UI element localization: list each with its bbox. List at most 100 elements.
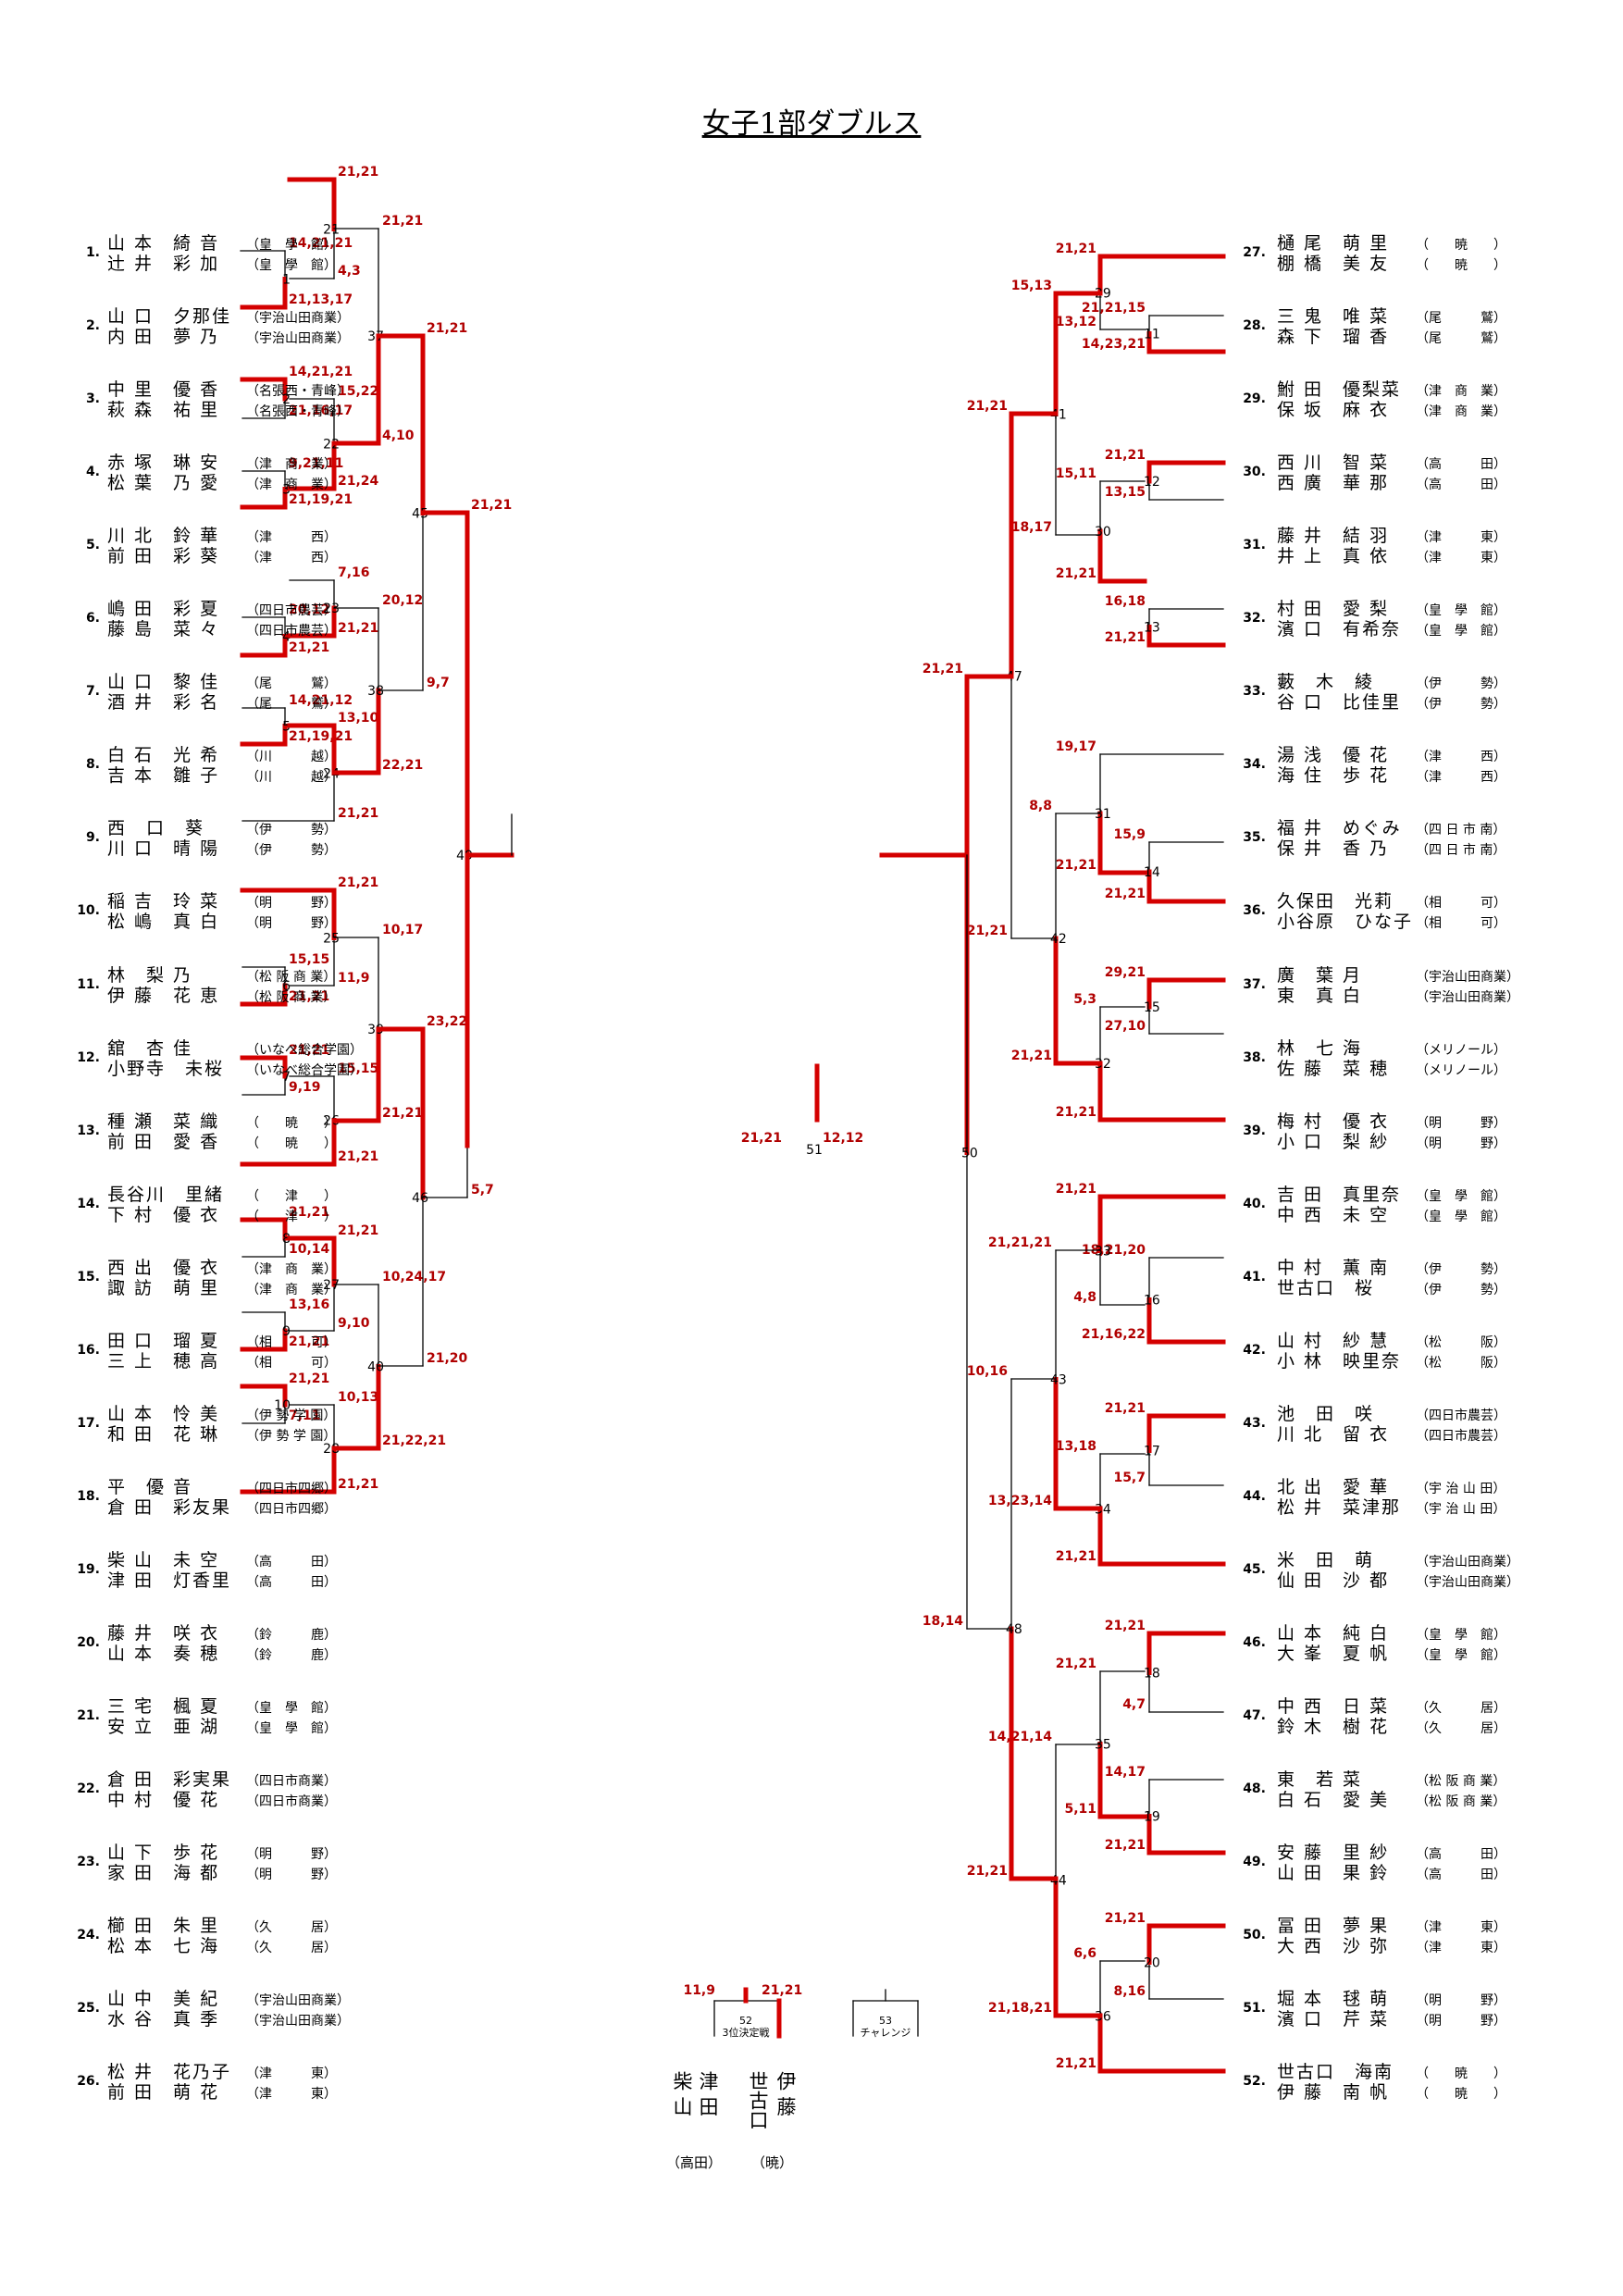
player-name: 藤 井 咲 衣 bbox=[107, 1622, 220, 1644]
player-row: 前 田 萌 花（津 東） bbox=[107, 2082, 337, 2103]
entry-35: 35. 福 井 めぐみ（四 日 市 南）保 井 香 乃 （四 日 市 南） bbox=[1221, 818, 1573, 861]
entry-number: 9. bbox=[85, 830, 100, 846]
entry-number: 41. bbox=[1243, 1269, 1266, 1285]
player-name: 中 里 優 香 bbox=[107, 379, 220, 401]
player-row: 山 口 夕那佳（宇治山田商業） bbox=[107, 306, 350, 327]
entry-number: 35. bbox=[1243, 830, 1266, 846]
entry-20: 20.藤 井 咲 衣（鈴 鹿）山 本 奏 穂（鈴 鹿） bbox=[56, 1623, 407, 1666]
player-name: 山 下 歩 花 bbox=[107, 1843, 220, 1864]
score-bottom: 13,23,14 bbox=[988, 1494, 1052, 1508]
player-name: 大 峯 夏 帆 bbox=[1277, 1643, 1390, 1664]
player-school: （津 東） bbox=[1416, 1920, 1506, 1936]
player-school: （四日市農芸） bbox=[246, 624, 337, 639]
player-school: （明 野） bbox=[1416, 1993, 1506, 2009]
match-number: 20 bbox=[1144, 1956, 1160, 1971]
score-top: 15,9 bbox=[1113, 827, 1146, 842]
player-name: 村 田 愛 梨 bbox=[1277, 599, 1390, 620]
score-top: 21,21 bbox=[289, 1371, 329, 1386]
player-row: 川 口 晴 陽（伊 勢） bbox=[107, 838, 337, 859]
score-top: 21,21 bbox=[1105, 448, 1146, 463]
player-school: （皇 學 館） bbox=[246, 258, 337, 273]
entry-37: 37.廣 葉 月（宇治山田商業）東 真 白（宇治山田商業） bbox=[1221, 965, 1573, 1008]
challenge-number: 53 bbox=[879, 2015, 892, 2027]
score-top: 6,6 bbox=[1073, 1946, 1096, 1961]
player-name: 井 上 真 依 bbox=[1277, 546, 1390, 567]
score-top: 10,13 bbox=[338, 1390, 378, 1405]
player-name: 保 坂 麻 衣 bbox=[1277, 400, 1390, 421]
player-school: （川 越） bbox=[246, 750, 337, 765]
player-row: 中 里 優 香 （名張西・青峰） bbox=[107, 379, 350, 400]
player-name: 保 井 香 乃 bbox=[1277, 838, 1390, 860]
player-school: （津 商 業） bbox=[1416, 404, 1506, 420]
entry-number: 27. bbox=[1243, 245, 1266, 260]
score-top: 15,22 bbox=[338, 384, 378, 399]
score-bottom: 4,8 bbox=[1073, 1290, 1096, 1305]
match-number: 50 bbox=[961, 1147, 978, 1161]
player-name: 内 田 夢 乃 bbox=[107, 327, 220, 348]
entry-4: 4.赤 塚 琳 安（津 商 業）松 葉 乃 愛（津 商 業） bbox=[56, 453, 407, 495]
score-bottom: 21,21 bbox=[289, 640, 329, 655]
player-row: 棚 橋 美 友（ 暁 ） bbox=[1277, 254, 1506, 274]
player-row: 中 村 薫 南（伊 勢） bbox=[1277, 1258, 1506, 1278]
entry-number: 11. bbox=[77, 976, 100, 992]
player-school: （いなべ総合学園） bbox=[246, 1042, 363, 1058]
player-row: 山 下 歩 花（明 野） bbox=[107, 1843, 337, 1863]
match-number: 33 bbox=[1095, 1245, 1111, 1260]
entry-7: 7.山 口 黎 佳（尾 鷲）酒 井 彩 名（尾 鷲） bbox=[56, 672, 407, 714]
player-row: 吉 田 真里奈（皇 學 館） bbox=[1277, 1185, 1506, 1205]
entry-38: 38.林 七 海（メリノール）佐 藤 菜 穂（メリノール） bbox=[1221, 1038, 1573, 1081]
entry-number: 44. bbox=[1243, 1488, 1266, 1504]
player-row: 三 鬼 唯 菜（尾 鷲） bbox=[1277, 306, 1506, 327]
finalist-right-school: （暁） bbox=[751, 2154, 794, 2171]
player-school: （四 日 市 南） bbox=[1416, 823, 1506, 838]
player-school: （名張西・青峰） bbox=[246, 384, 350, 400]
score-bottom: 7,11 bbox=[289, 1409, 321, 1423]
player-school: （皇 學 館） bbox=[246, 238, 337, 253]
match-number: 27 bbox=[323, 1278, 340, 1293]
player-name: 山 本 奏 穂 bbox=[107, 1643, 220, 1664]
player-school: （四日市農芸） bbox=[246, 603, 337, 619]
player-row: 前 田 愛 香（ 暁 ） bbox=[107, 1132, 337, 1152]
player-name: 津 田 灯香里 bbox=[107, 1570, 232, 1591]
score-bottom: 14,23,21 bbox=[1082, 337, 1146, 352]
match-number: 10 bbox=[274, 1398, 291, 1413]
player-row: 鮒 田 優梨菜（津 商 業） bbox=[1277, 379, 1506, 400]
player-name: 世古口 桜 bbox=[1277, 1277, 1375, 1298]
score-top: 13,10 bbox=[338, 711, 379, 726]
player-row: 湯 浅 優 花（津 西） bbox=[1277, 745, 1506, 765]
score-top: 21,21,15 bbox=[1082, 301, 1146, 316]
player-row: 濱 口 芹 菜（明 野） bbox=[1277, 2009, 1506, 2029]
entry-number: 1. bbox=[85, 245, 100, 260]
entry-number: 26. bbox=[77, 2074, 100, 2090]
player-name: 吉 田 真里奈 bbox=[1277, 1184, 1402, 1205]
entry-16: 16.田 口 瑠 夏（相 可）三 上 穂 高（相 可） bbox=[56, 1331, 407, 1373]
player-name: 小 口 梨 紗 bbox=[1277, 1131, 1390, 1152]
match-number: 46 bbox=[412, 1191, 428, 1206]
match-number: 8 bbox=[282, 1232, 291, 1247]
player-row: 福 井 めぐみ（四 日 市 南） bbox=[1277, 818, 1505, 838]
score-bottom: 18,14 bbox=[923, 1614, 964, 1629]
player-school: （津 西） bbox=[246, 551, 337, 566]
entry-number: 31. bbox=[1243, 538, 1266, 553]
entry-number: 10. bbox=[77, 903, 100, 919]
match-number: 21 bbox=[323, 223, 340, 238]
score-bottom: 10,14 bbox=[289, 1242, 330, 1257]
player-school: （宇治山田商業） bbox=[1416, 1554, 1519, 1570]
player-school: （宇 治 山 田） bbox=[1416, 1481, 1506, 1496]
player-name: 池 田 咲 bbox=[1277, 1403, 1375, 1424]
player-row: 中 村 優 花（四日市商業） bbox=[107, 1790, 337, 1810]
entry-51: 51.堀 本 毬 萌（明 野）濱 口 芹 菜（明 野） bbox=[1221, 1989, 1573, 2031]
player-row: 山 本 綺 音（皇 學 館） bbox=[107, 233, 337, 254]
entry-36: 36.久保田 光莉（相 可）小谷原 ひな子（相 可） bbox=[1221, 891, 1573, 934]
match-number: 48 bbox=[1006, 1622, 1022, 1637]
player-name: 三 宅 楓 夏 bbox=[107, 1696, 220, 1717]
score-bottom: 21,21 bbox=[1056, 858, 1096, 873]
entry-24: 24.櫛 田 朱 里（久 居）松 本 七 海（久 居） bbox=[56, 1916, 407, 1958]
player-row: 林 七 海（メリノール） bbox=[1277, 1038, 1506, 1059]
entry-number: 32. bbox=[1243, 611, 1266, 627]
entry-46: 46.山 本 純 白（皇 學 館）大 峯 夏 帆（皇 學 館） bbox=[1221, 1623, 1573, 1666]
score-bottom: 27,10 bbox=[1105, 1019, 1146, 1034]
player-row: 長谷川 里緒（ 津 ） bbox=[107, 1185, 337, 1205]
player-row: 川 北 留 衣（四日市農芸） bbox=[1277, 1424, 1506, 1445]
player-name: 米 田 萌 bbox=[1277, 1549, 1375, 1570]
